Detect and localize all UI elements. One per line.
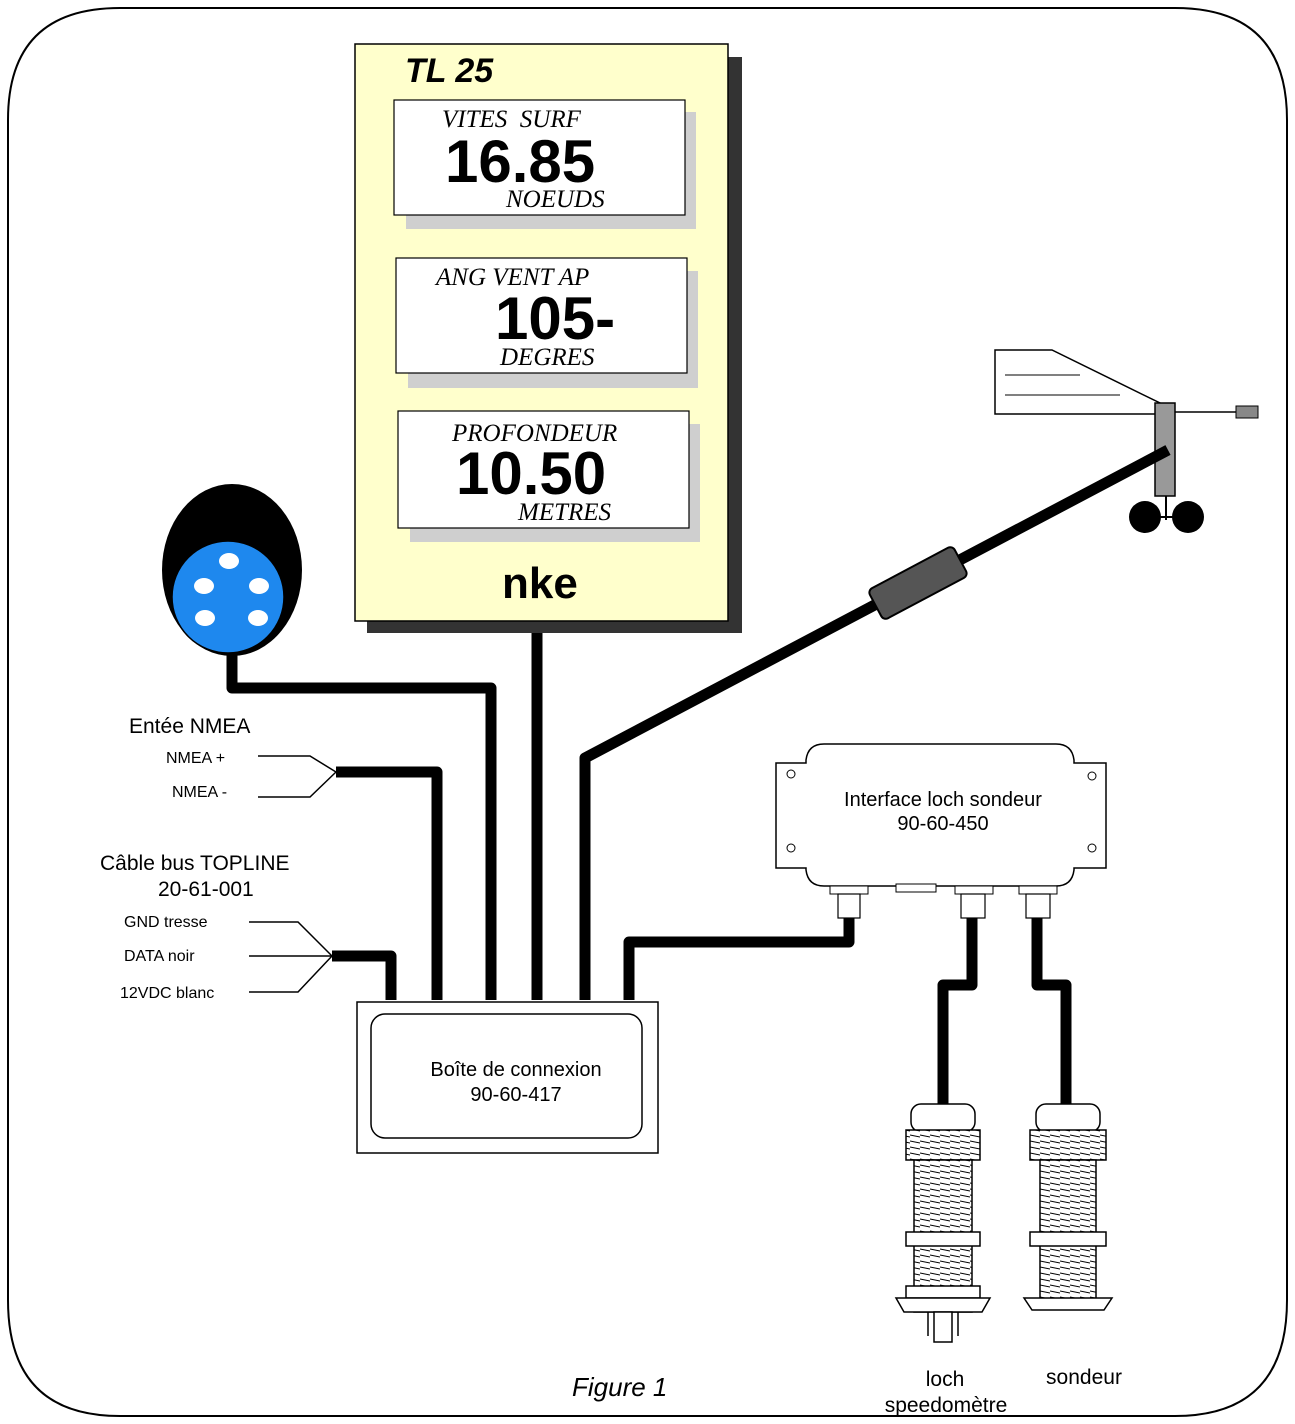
wind-sensor xyxy=(994,349,1259,533)
outer-frame xyxy=(7,7,1288,1417)
display-model: TL 25 xyxy=(405,52,494,90)
round-connector xyxy=(162,484,302,656)
display-screen-2: ANG VENT AP 105- DEGRES xyxy=(395,257,698,388)
screen-3-value: 10.50 xyxy=(456,440,606,507)
interface-box: Interface loch sondeur 90-60-450 xyxy=(775,743,1107,919)
display-screen-3: PROFONDEUR 10.50 METRES xyxy=(397,410,700,542)
screen-2-value: 105- xyxy=(495,285,615,352)
junction-box: Boîte de connexion 90-60-417 xyxy=(356,1001,659,1154)
cables xyxy=(226,445,1171,1104)
screen-2-unit: DEGRES xyxy=(499,344,595,371)
screen-1-label: VITES SURF xyxy=(442,106,582,133)
screen-3-unit: METRES xyxy=(517,499,612,526)
bus-title: Câble bus TOPLINE xyxy=(100,852,290,875)
tl25-display: TL 25 VITES SURF 16.85 NOEUDS ANG VENT A… xyxy=(354,43,742,633)
figure-caption: Figure 1 xyxy=(572,1372,667,1402)
nmea-minus-label: NMEA - xyxy=(172,784,227,801)
junction-box-code: 90-60-417 xyxy=(470,1084,561,1106)
bus-code: 20-61-001 xyxy=(158,878,254,901)
topline-bus: Câble bus TOPLINE 20-61-001 GND tresse D… xyxy=(100,852,333,1002)
bus-wire-gnd: GND tresse xyxy=(124,914,208,931)
screen-1-unit: NOEUDS xyxy=(505,186,605,213)
sondeur-label: sondeur xyxy=(1046,1366,1122,1389)
sondeur-sensor xyxy=(1022,1103,1114,1311)
screen-1-value: 16.85 xyxy=(445,128,595,195)
loch-sensor xyxy=(894,1103,992,1343)
nmea-title: Entée NMEA xyxy=(129,715,250,738)
nmea-plus-label: NMEA + xyxy=(166,750,225,767)
bus-wire-12v: 12VDC blanc xyxy=(120,985,214,1002)
bus-wire-data: DATA noir xyxy=(124,948,195,965)
junction-box-title: Boîte de connexion xyxy=(430,1059,601,1081)
cable-sleeve xyxy=(868,546,968,620)
display-brand-logo: nke xyxy=(502,559,578,608)
interface-title: Interface loch sondeur xyxy=(844,789,1042,811)
interface-code: 90-60-450 xyxy=(897,813,988,835)
display-screen-1: VITES SURF 16.85 NOEUDS xyxy=(393,99,696,229)
screen-3-label: PROFONDEUR xyxy=(451,420,617,447)
nmea-input: Entée NMEA NMEA + NMEA - xyxy=(129,715,337,801)
loch-label-1: loch xyxy=(926,1368,965,1391)
screen-2-label: ANG VENT AP xyxy=(434,264,589,291)
loch-label-2: speedomètre xyxy=(885,1394,1008,1417)
